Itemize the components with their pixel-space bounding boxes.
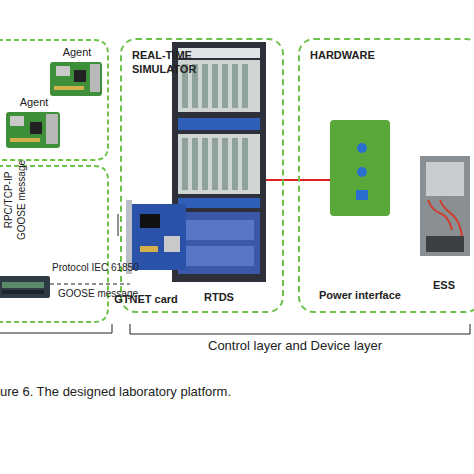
group-heading: HARDWARE bbox=[310, 48, 400, 62]
rtds-node: RTDS bbox=[170, 42, 268, 304]
leader-line bbox=[118, 214, 119, 236]
agent-node: Agent bbox=[46, 46, 108, 98]
ess-cabinet bbox=[420, 156, 470, 256]
raspberry-pi bbox=[50, 62, 102, 96]
figure-caption: ure 6. The designed laboratory platform. bbox=[0, 384, 231, 399]
hardware-group: HARDWAREPower interfaceESS bbox=[298, 38, 474, 313]
agent-node: Agent bbox=[2, 96, 66, 152]
node-label: Agent bbox=[20, 96, 49, 109]
protocol-label: RPC/TCP-IP bbox=[3, 172, 15, 229]
power-interface-node: Power interface bbox=[322, 116, 398, 302]
goose-link bbox=[50, 283, 130, 284]
simulator-group: REAL-TIME SIMULATORRTDSGTNET card bbox=[120, 38, 284, 313]
power-interface bbox=[330, 120, 390, 216]
bracket bbox=[0, 324, 112, 333]
node-label: Power interface bbox=[315, 288, 405, 302]
network-switch bbox=[0, 276, 50, 298]
node-label: RTDS bbox=[174, 290, 264, 304]
node-label: ESS bbox=[399, 278, 474, 292]
protocol-label: GOOSE message bbox=[16, 160, 28, 240]
protocol-label: GOOSE message bbox=[58, 288, 138, 300]
group-heading: REAL-TIME SIMULATOR bbox=[132, 48, 222, 76]
rtds-rack bbox=[172, 42, 266, 282]
ess-node: ESS bbox=[416, 150, 472, 292]
bracket bbox=[130, 324, 470, 334]
layer-label: Control layer and Device layer bbox=[208, 340, 382, 352]
node-label: Agent bbox=[63, 46, 92, 59]
protocol-label: Protocol IEC 61850 bbox=[52, 262, 139, 274]
raspberry-pi bbox=[6, 112, 60, 148]
group-outline bbox=[0, 40, 108, 160]
